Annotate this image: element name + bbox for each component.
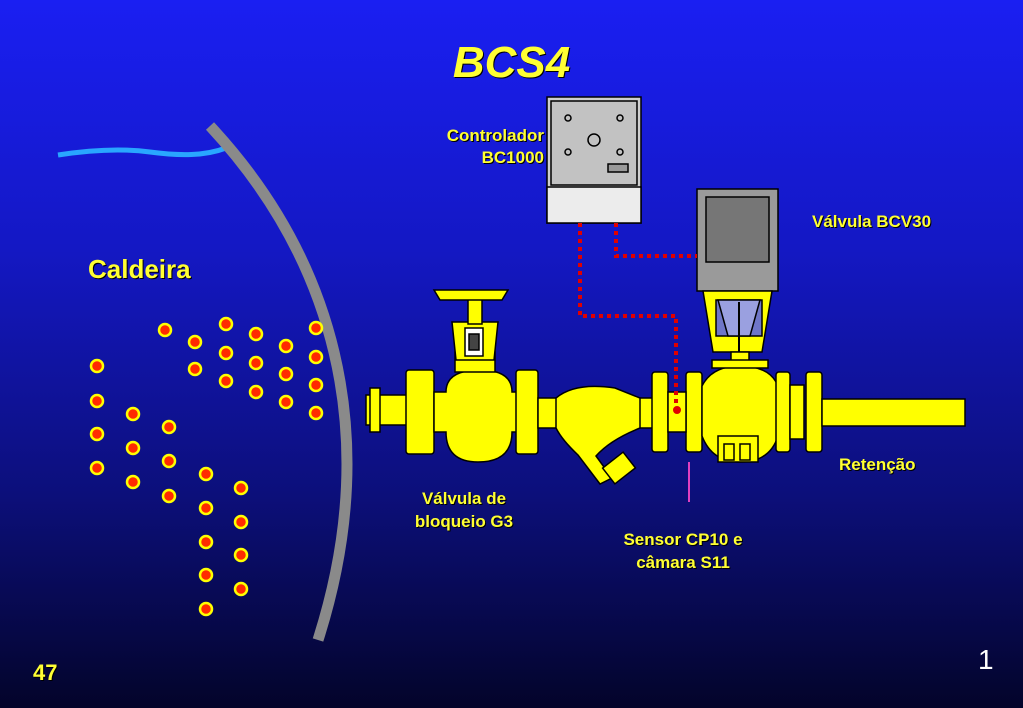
steam-bubbles	[89, 316, 324, 617]
steam-bubble	[278, 338, 294, 354]
label-caldeira: Caldeira	[88, 254, 191, 284]
label-bloqueio-line1: Válvula de	[421, 489, 507, 508]
steam-bubble	[198, 466, 214, 482]
label-valvula-bloqueio: Válvula de bloqueio G3	[386, 487, 542, 533]
steam-bubble	[233, 547, 249, 563]
steam-bubble	[89, 460, 105, 476]
slide-title: BCS4	[452, 38, 571, 87]
steam-bubble	[218, 345, 234, 361]
actuator-valve	[696, 188, 779, 369]
steam-bubble	[218, 316, 234, 332]
steam-bubble	[125, 474, 141, 490]
steam-bubble	[161, 488, 177, 504]
steam-bubble	[218, 373, 234, 389]
label-sensor-line2: câmara S11	[636, 553, 730, 572]
steam-bubble	[198, 567, 214, 583]
steam-bubble	[278, 394, 294, 410]
controller-box	[546, 96, 642, 224]
steam-bubble	[198, 500, 214, 516]
steam-bubble	[233, 480, 249, 496]
water-level-line	[57, 145, 227, 158]
steam-bubble	[248, 355, 264, 371]
steam-bubble	[89, 426, 105, 442]
steam-bubble	[187, 361, 203, 377]
steam-bubble	[248, 384, 264, 400]
steam-bubble	[198, 601, 214, 617]
label-controlador-line1: Controlador	[446, 126, 544, 145]
pipe-assembly	[365, 365, 966, 485]
steam-bubble	[198, 534, 214, 550]
steam-bubble	[308, 349, 324, 365]
steam-bubble	[125, 440, 141, 456]
sensor-chamber	[671, 404, 690, 502]
steam-bubble	[308, 405, 324, 421]
label-retencao: Retenção	[839, 455, 916, 474]
label-controlador-line2: BC1000	[481, 148, 544, 167]
steam-bubble	[161, 419, 177, 435]
label-sensor: Sensor CP10 e câmara S11	[598, 528, 768, 574]
signal-wires	[578, 223, 697, 410]
steam-bubble	[89, 358, 105, 374]
steam-bubble	[89, 393, 105, 409]
label-valvula-bcv30: Válvula BCV30	[812, 212, 932, 231]
label-bloqueio-line2: bloqueio G3	[414, 512, 514, 531]
steam-bubble	[248, 326, 264, 342]
steam-bubble	[278, 366, 294, 382]
steam-bubble	[233, 581, 249, 597]
boiler-wall	[205, 122, 353, 642]
steam-bubble	[157, 322, 173, 338]
gate-valve-handwheel	[432, 289, 510, 373]
steam-bubble	[125, 406, 141, 422]
steam-bubble	[233, 514, 249, 530]
label-sensor-line1: Sensor CP10 e	[623, 530, 743, 549]
label-controlador: Controlador BC1000	[400, 125, 544, 169]
steam-bubble	[187, 334, 203, 350]
steam-bubble	[161, 453, 177, 469]
steam-bubble	[308, 320, 324, 336]
steam-bubble	[308, 377, 324, 393]
page-number: 47	[33, 660, 58, 685]
slide-number: 1	[978, 644, 994, 675]
